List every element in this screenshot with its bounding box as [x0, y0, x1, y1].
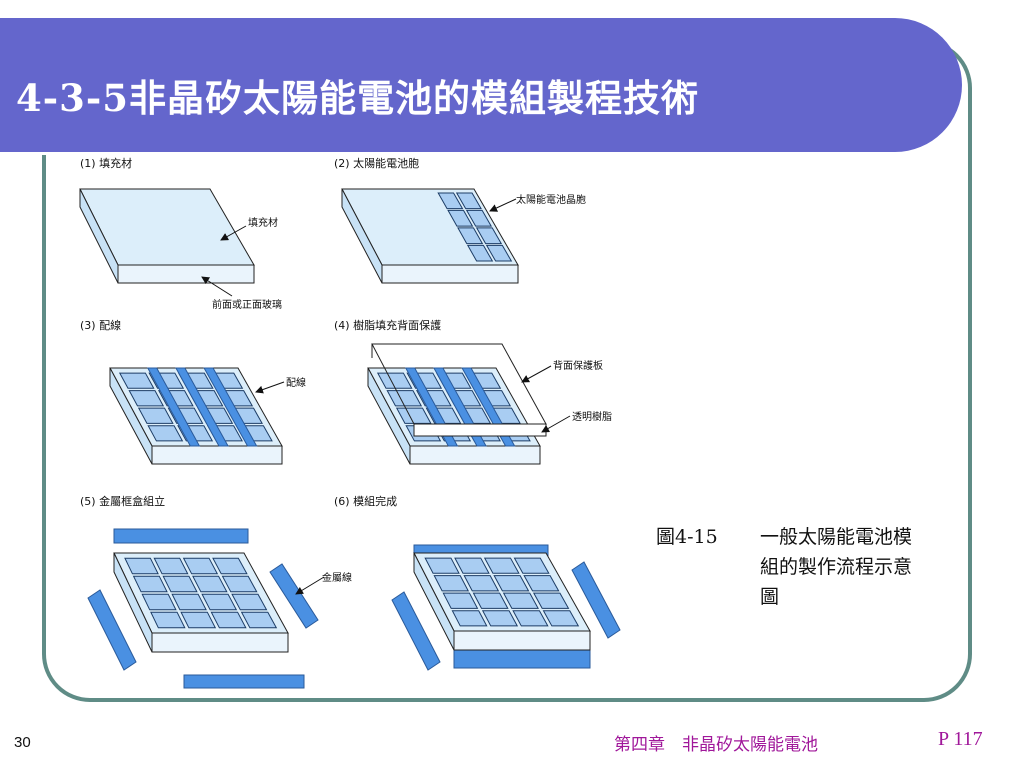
step1-callout1-arrow	[220, 225, 247, 241]
solar-cell	[433, 575, 470, 592]
step2-label: (2) 太陽能電池胞	[334, 156, 419, 170]
page-number: 30	[14, 734, 31, 751]
step5-callout-arrow	[295, 576, 325, 595]
step4-label: (4) 樹脂填充背面保護	[334, 318, 441, 332]
step6-frame-bar-right	[571, 561, 621, 639]
solar-cell	[124, 557, 159, 575]
solar-cell	[171, 593, 207, 611]
step1-glass-panel	[79, 188, 255, 284]
solar-cell	[457, 227, 484, 245]
step3-wires	[146, 367, 258, 447]
solar-cell	[454, 557, 490, 574]
step2-cell-grid	[437, 192, 513, 262]
solar-cell	[455, 192, 482, 210]
solar-cell	[523, 575, 560, 592]
step5-cell-grid	[124, 557, 278, 629]
solar-cell	[141, 593, 177, 611]
solar-cell	[180, 611, 217, 629]
solar-cell	[437, 192, 464, 210]
caption-number: 圖4-15	[656, 526, 718, 548]
solar-cell	[153, 557, 189, 575]
footer-chapter: 第四章 非晶矽太陽能電池	[614, 735, 818, 755]
footer-page-ref: P 117	[938, 728, 983, 750]
step3-wired-panel	[109, 367, 283, 465]
solar-cell	[502, 592, 539, 609]
solar-cell	[150, 611, 186, 629]
solar-cell	[132, 575, 168, 593]
solar-cell	[201, 593, 238, 611]
solar-cell	[221, 575, 258, 593]
step4-back-protection	[367, 343, 547, 465]
step5-frame-bar-right	[269, 563, 319, 629]
step4-callout1-arrow	[521, 365, 552, 383]
step2-callout-cell: 太陽能電池晶胞	[516, 193, 586, 206]
solar-cell	[386, 390, 423, 407]
solar-cell	[465, 209, 493, 227]
step5-frame-assembly	[87, 528, 319, 689]
step3-label: (3) 配線	[80, 318, 121, 332]
title-bar: 4-3-5非晶矽太陽能電池的模組製程技術	[0, 18, 962, 155]
wire-strip	[146, 367, 201, 447]
slide-title: 4-3-5非晶矽太陽能電池的模組製程技術	[16, 76, 699, 120]
solar-cell	[513, 557, 550, 574]
solar-cell	[481, 610, 519, 627]
title-underline	[8, 152, 906, 155]
step5-frame-bar-left	[87, 589, 137, 671]
solar-cell	[240, 611, 278, 629]
step6-frame-bottom	[453, 649, 591, 669]
step6-frame-bar-left	[391, 591, 441, 671]
solar-cell	[182, 557, 219, 575]
step5-label: (5) 金屬框盒組立	[80, 494, 165, 508]
solar-cell	[485, 244, 513, 262]
step3-callout-arrow	[255, 381, 285, 394]
solar-cell	[376, 372, 413, 389]
step6-finished-module	[391, 544, 621, 671]
step5-frame-bar-bottom	[183, 674, 305, 689]
solar-cell	[210, 611, 247, 629]
step4-callout-backsheet: 背面保護板	[553, 359, 603, 372]
solar-cell	[192, 575, 228, 593]
solar-cell	[447, 209, 474, 227]
step6-cell-grid	[424, 557, 580, 627]
solar-cell	[532, 592, 570, 609]
solar-cell	[542, 610, 580, 627]
solar-cell	[512, 610, 549, 627]
step5-callout-frame: 金屬線	[322, 571, 352, 584]
solar-cell	[137, 407, 174, 424]
step4-callout-resin: 透明樹脂	[572, 410, 612, 423]
solar-cell	[451, 610, 488, 627]
solar-cell	[162, 575, 198, 593]
solar-cell	[493, 575, 530, 592]
solar-cell	[128, 390, 165, 407]
solar-cell	[212, 557, 248, 575]
caption-text: 一般太陽能電池模組的製作流程示意圖	[760, 526, 913, 608]
solar-cell	[118, 372, 155, 389]
solar-cell	[475, 227, 503, 245]
solar-cell	[463, 575, 500, 592]
solar-cell	[424, 557, 460, 574]
solar-cell	[231, 593, 268, 611]
step1-callout2-arrow	[201, 276, 233, 297]
solar-cell	[472, 592, 509, 609]
solar-cell	[466, 244, 494, 262]
step2-callout-arrow	[489, 198, 517, 212]
step5-frame-bar-top	[113, 528, 249, 544]
step1-callout-glass: 前面或正面玻璃	[212, 298, 282, 311]
solar-cell	[483, 557, 520, 574]
wire-strip	[175, 367, 229, 447]
solar-cell	[147, 425, 184, 442]
step4-callout2-arrow	[541, 415, 571, 433]
step3-callout-wire: 配線	[286, 376, 306, 389]
step1-label: (1) 填充材	[80, 156, 132, 170]
step2-panel-with-cells	[341, 188, 519, 284]
solar-cell	[442, 592, 479, 609]
step6-label: (6) 模組完成	[334, 494, 397, 508]
solar-cell	[395, 407, 432, 424]
wire-strip	[203, 367, 258, 447]
step1-callout-filler: 填充材	[248, 216, 278, 229]
